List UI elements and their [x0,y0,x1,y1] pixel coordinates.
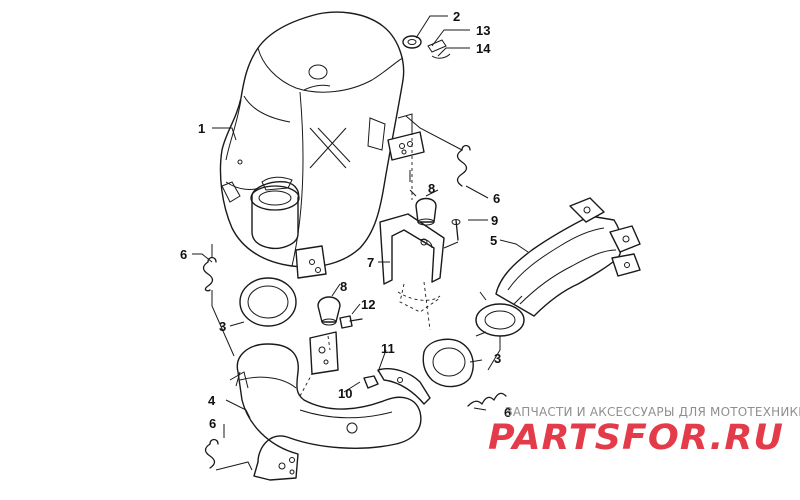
spring-upper-right [456,144,471,187]
callout-5: 5 [490,233,497,248]
bolt-9 [451,219,461,241]
bolt-12 [339,315,363,329]
callout-14: 14 [476,41,491,56]
bracket-part [379,213,445,285]
leader-lines [192,15,529,471]
callout-8-lower: 8 [340,279,347,294]
callout-1: 1 [198,121,205,136]
callout-10: 10 [338,386,352,401]
seal-ring-upper [239,277,297,327]
callout-3-left: 3 [219,319,226,334]
callout-13: 13 [476,23,490,38]
callout-6-left: 6 [180,247,187,262]
spring-lower-left [204,438,219,469]
muffler-part [219,11,425,279]
grommet-set [402,35,451,59]
watermark-tagline: ЗАПЧАСТИ И АКСЕССУАРЫ ДЛЯ МОТОТЕХНИКИ [505,405,800,419]
callout-8-upper: 8 [428,181,435,196]
callout-9: 9 [491,213,498,228]
watermark-logo: PARTSFOR.RU [488,418,784,456]
callout-12: 12 [361,297,375,312]
callout-6-upper-right: 6 [493,191,500,206]
callout-2: 2 [453,9,460,24]
callout-11: 11 [381,341,395,356]
watermark-logo-text: PARTSFOR.RU [488,418,784,456]
spring-lower-right [467,392,507,407]
callout-6-lower-left: 6 [209,416,216,431]
spring-left [202,256,217,292]
seal-ring-lower [422,338,474,388]
callout-labels: 1 2 13 14 6 6 6 6 8 8 9 5 7 3 3 12 11 10… [180,9,511,431]
manifold-part [475,197,641,337]
band-clamp [377,368,431,405]
callout-6-lower-right: 6 [504,405,511,420]
lower-bracket [309,331,339,375]
callout-4: 4 [208,393,216,408]
callout-7: 7 [367,255,374,270]
rubber-mount-lower [317,296,341,326]
callout-3-right: 3 [494,351,501,366]
nut-11 [363,375,379,389]
head-pipe-part [229,343,422,481]
assembly-lines [299,132,441,397]
rubber-mount-upper [415,197,437,226]
